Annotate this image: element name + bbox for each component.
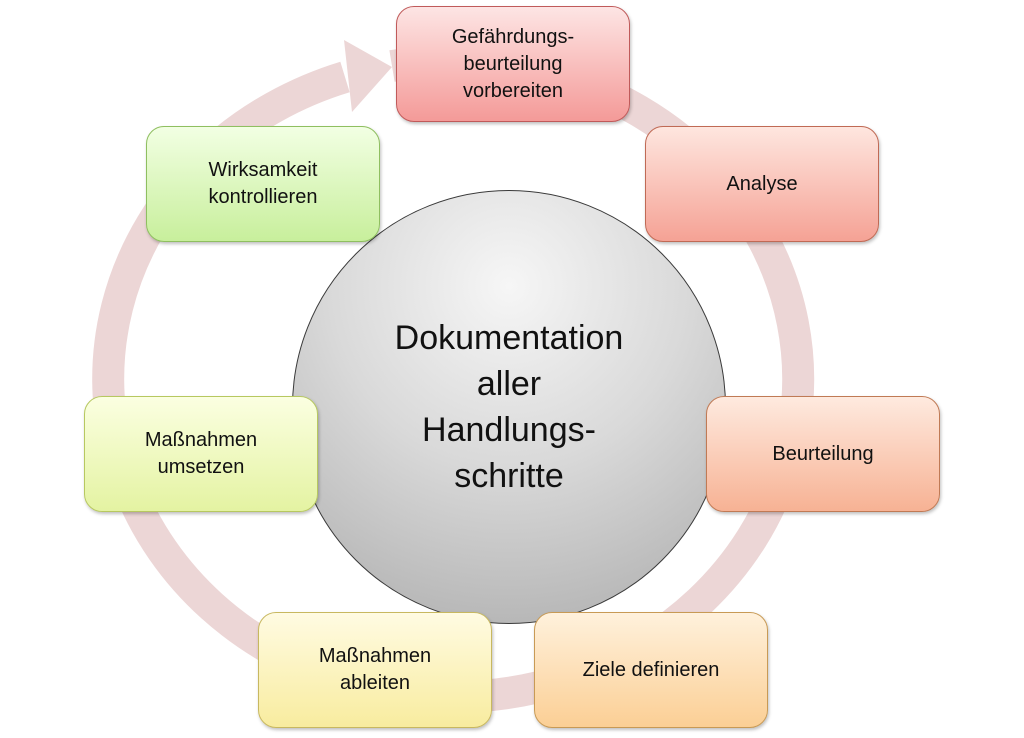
step-beurteilung: Beurteilung	[706, 396, 940, 512]
step-massnahmen-ableiten: Maßnahmen ableiten	[258, 612, 492, 728]
center-label: Dokumentation aller Handlungs- schritte	[394, 318, 624, 496]
step-wirksamkeit-kontrollieren: Wirksamkeit kontrollieren	[146, 126, 380, 242]
center-circle: Dokumentation aller Handlungs- schritte	[292, 190, 726, 624]
step-gefaehrdungsbeurteilung-vorbereiten: Gefährdungs- beurteilung vorbereiten	[396, 6, 630, 122]
step-massnahmen-umsetzen: Maßnahmen umsetzen	[84, 396, 318, 512]
step-analyse: Analyse	[645, 126, 879, 242]
cycle-arrow-head	[344, 40, 392, 112]
step-ziele-definieren: Ziele definieren	[534, 612, 768, 728]
